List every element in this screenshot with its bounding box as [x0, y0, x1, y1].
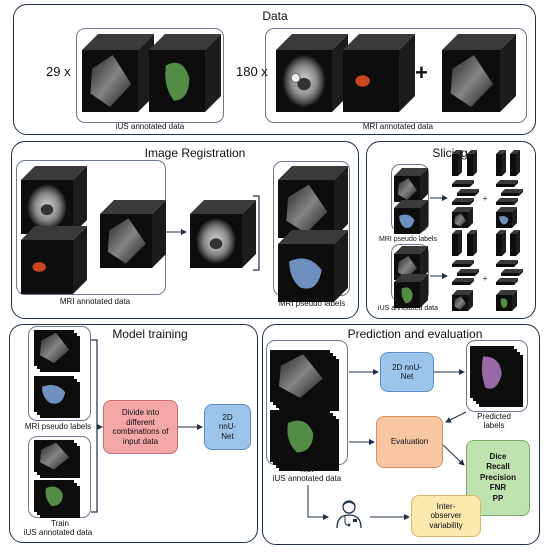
slab-tall-top-2	[496, 150, 506, 176]
pred-test-us-0	[270, 350, 330, 402]
slab-flat-top-2	[452, 198, 474, 205]
mri-annotated-label: MRI annotated data	[362, 122, 434, 131]
registration-pseudo-label: MRI pseudo labels	[278, 299, 346, 308]
training-mri-group	[28, 326, 91, 421]
slice-out-mri-lab	[496, 207, 517, 228]
mri-count: 180 x	[236, 64, 268, 79]
slab-flat-top-4	[501, 189, 523, 196]
reg-pseudo-label-cube	[278, 230, 348, 302]
ius-count: 29 x	[46, 64, 71, 79]
slab-tall-top-1	[467, 150, 477, 176]
slab-flat-bot-5	[496, 278, 518, 285]
slicing-mri-label: MRI pseudo labels	[379, 236, 437, 243]
slicing-plus-bottom: +	[482, 274, 488, 283]
data-ius-label-cube	[149, 34, 221, 112]
data-panel	[13, 4, 536, 135]
train-ius-lab-0	[34, 480, 74, 512]
registration-title: Image Registration	[144, 146, 246, 160]
slice-out-mri-us	[452, 207, 473, 228]
plus-sign: +	[415, 60, 428, 85]
slab-flat-top-5	[496, 198, 518, 205]
interobserver-box: Inter-observer variability	[411, 495, 481, 537]
data-title: Data	[262, 9, 288, 23]
metric-dice: Dice	[489, 451, 507, 461]
pred-test-lab-0	[270, 410, 330, 462]
registration-bracket	[253, 195, 260, 271]
slab-flat-top-3	[496, 180, 518, 187]
prediction-ius-label: iUS annotated data	[272, 474, 342, 483]
slab-flat-bot-1	[457, 269, 479, 276]
data-ius-cube	[82, 34, 154, 112]
doctor-icon	[336, 500, 362, 529]
reg-mri-label-cube	[21, 226, 87, 294]
prediction-output-group	[466, 340, 528, 412]
slab-flat-bot-3	[496, 260, 518, 267]
data-ius-extra-cube	[442, 34, 516, 112]
slab-tall-top-3	[510, 150, 520, 176]
training-train-label: Train	[51, 519, 69, 528]
train-ius-us-0	[34, 440, 74, 472]
metric-fnr: FNR	[489, 483, 507, 493]
slab-flat-top-0	[452, 180, 474, 187]
slicing-ius-label: iUS annotated data	[378, 305, 438, 312]
training-nnunet-box: 2D nnU-Net	[204, 404, 251, 450]
pred-output-0	[470, 346, 514, 398]
slicing-plus-top: +	[482, 194, 488, 203]
slab-flat-bot-2	[452, 278, 474, 285]
slice-mri-lab	[394, 200, 428, 234]
metric-recall: Recall	[486, 462, 510, 472]
slab-tall-bot-2	[496, 230, 506, 256]
ius-data-group	[76, 28, 224, 123]
reg-pseudo-us-cube	[278, 166, 348, 238]
train-mri-lab-0	[34, 376, 74, 412]
reg-mri-cube	[21, 166, 87, 234]
divide-combinations-box: Divide into different combinations of in…	[103, 400, 178, 454]
training-panel	[9, 324, 258, 543]
train-mri-us-0	[34, 330, 74, 366]
training-ius-label: iUS annotated data	[23, 528, 93, 537]
data-mri-cube	[276, 34, 348, 112]
pred-arrow-test-to-observer	[307, 485, 329, 520]
predicted-labels-text: Predicted labels	[477, 412, 511, 430]
slice-mri-us	[394, 168, 428, 202]
slab-flat-top-1	[457, 189, 479, 196]
prediction-nnunet-box: 2D nnU-Net	[380, 352, 434, 392]
metric-precision: Precision	[479, 472, 516, 482]
metric-pp: PP	[492, 493, 504, 503]
slicing-panel	[366, 141, 536, 319]
slab-tall-top-0	[452, 150, 462, 176]
registration-mri-annotated-label: MRI annotated data	[59, 297, 131, 306]
slice-out-ius-us	[452, 290, 473, 311]
training-mri-label: MRI pseudo labels	[24, 422, 92, 431]
pred-arrow-eval-to-metrics	[442, 444, 465, 466]
training-title: Model training	[112, 327, 188, 341]
slice-ius-lab	[394, 274, 428, 308]
prediction-title: Prediction and evaluation	[347, 327, 483, 341]
evaluation-box: Evaluation	[376, 416, 443, 468]
ius-annotated-label: iUS annotated data	[115, 122, 185, 131]
reg-registered-cube	[190, 200, 256, 268]
pred-arrow-output-to-eval	[445, 411, 467, 423]
training-bracket	[91, 339, 98, 513]
slab-tall-bot-0	[452, 230, 462, 256]
slab-tall-bot-1	[467, 230, 477, 256]
prediction-panel	[262, 324, 540, 545]
slab-flat-bot-4	[501, 269, 523, 276]
reg-us-cube	[100, 200, 166, 268]
registration-panel	[11, 141, 359, 319]
slice-out-ius-lab	[496, 290, 517, 311]
slab-flat-bot-0	[452, 260, 474, 267]
mri-data-group	[265, 28, 527, 123]
data-mri-label-cube	[343, 34, 415, 112]
slab-tall-bot-3	[510, 230, 520, 256]
